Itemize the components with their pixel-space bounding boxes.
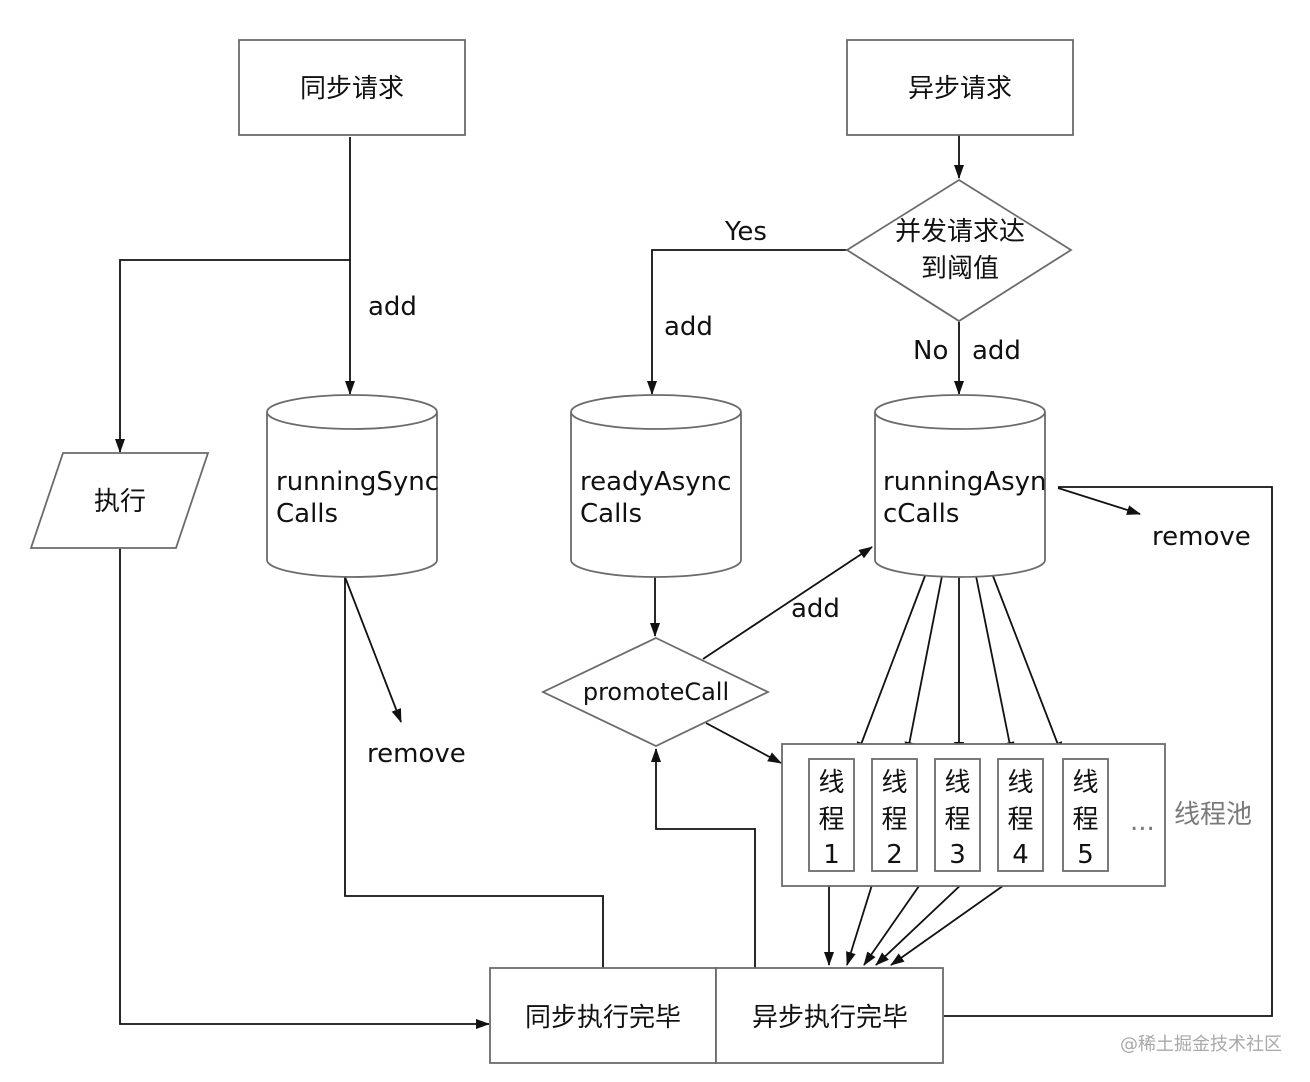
thread-char-2: 程 [1072,805,1098,835]
thread-char-1: 线 [1007,768,1033,798]
thread-number: 2 [886,840,903,870]
edge-running-to-thread-5 [992,575,1063,756]
node-running-sync-calls: runningSync Calls [266,394,439,578]
thread-3: 线程 3 [934,758,981,872]
thread-box [997,758,1044,872]
label-add-sync: add [368,292,417,322]
ready-async-label-line1: readyAsync [580,467,731,497]
sync-request-label: 同步请求 [300,74,404,104]
thread-box [808,758,855,872]
thread-char-2: 程 [944,805,970,835]
thread-char-1: 线 [1072,768,1098,798]
edge-async-done-to-running-async [944,486,1273,1017]
thread-2: 线程 2 [871,758,918,872]
connectors [115,135,1273,1029]
label-add-running: add [972,336,1021,366]
edge-async-done-to-promote [651,748,756,968]
node-running-async-calls: runningAsyn cCalls [874,394,1047,578]
edge-labels: add Yes add No add remove remove add [367,217,1251,769]
thread-number: 5 [1077,840,1094,870]
thread-box [1062,758,1109,872]
edge-thread-2-to-async-done [846,871,877,966]
thread-char-1: 线 [881,768,907,798]
thread-4: 线程 4 [997,758,1044,872]
thread-char-1: 线 [818,768,844,798]
label-remove-sync: remove [367,739,466,769]
label-remove-async: remove [1152,522,1251,552]
thread-pool-ellipsis: ... [1130,807,1155,837]
thread-char-2: 程 [881,805,907,835]
async-done-label: 异步执行完毕 [752,1003,908,1033]
running-sync-label-line2: Calls [276,499,338,529]
label-add-promote: add [791,594,840,624]
thread-number: 1 [823,840,840,870]
thread-5: 线程 5 [1062,758,1109,872]
edge-running-to-thread-2 [904,575,943,756]
running-async-label-line2: cCalls [883,499,959,529]
edge-sync-to-execute [115,259,350,453]
threshold-label-line2: 到阈值 [921,254,999,284]
label-no: No [913,336,948,366]
node-sync-request: 同步请求 [238,39,466,136]
edge-promote-add [702,546,873,660]
thread-box [871,758,918,872]
promote-call-label: promoteCall [583,678,729,706]
node-ready-async-calls: readyAsync Calls [570,394,742,578]
running-sync-label-line1: runningSync [276,467,439,497]
ready-async-label-line2: Calls [580,499,642,529]
edge-sync-remove [344,576,402,723]
node-threshold-decision: 并发请求达 到阈值 [845,178,1073,323]
running-async-label-line1: runningAsyn [883,467,1047,497]
label-add-ready: add [664,312,713,342]
thread-char-2: 程 [1007,805,1033,835]
edge-sync-done-to-running-sync [344,577,604,968]
label-yes: Yes [724,217,767,247]
edge-async-remove [1057,487,1141,515]
thread-number: 4 [1012,840,1029,870]
node-sync-done: 同步执行完毕 [489,967,717,1064]
node-async-request: 异步请求 [846,39,1074,136]
thread-char-1: 线 [944,768,970,798]
edge-execute-to-sync-done [119,548,490,1029]
thread-char-2: 程 [818,805,844,835]
edge-running-to-thread-1 [856,575,926,756]
thread-number: 3 [949,840,966,870]
watermark: @稀土掘金技术社区 [1120,1034,1282,1055]
edge-running-to-thread-4 [975,575,1015,756]
edge-promote-to-pool [705,722,782,764]
execute-label: 执行 [94,487,146,517]
thread-box [934,758,981,872]
node-execute: 执行 [29,452,210,549]
edge-threshold-yes [647,249,847,395]
node-async-done: 异步执行完毕 [715,967,944,1064]
thread-1: 线程 1 [808,758,855,872]
threshold-label-line1: 并发请求达 [895,217,1025,247]
async-request-label: 异步请求 [908,74,1012,104]
thread-pool-label: 线程池 [1174,800,1252,830]
sync-done-label: 同步执行完毕 [525,1003,681,1033]
node-promote-call: promoteCall [540,637,771,747]
